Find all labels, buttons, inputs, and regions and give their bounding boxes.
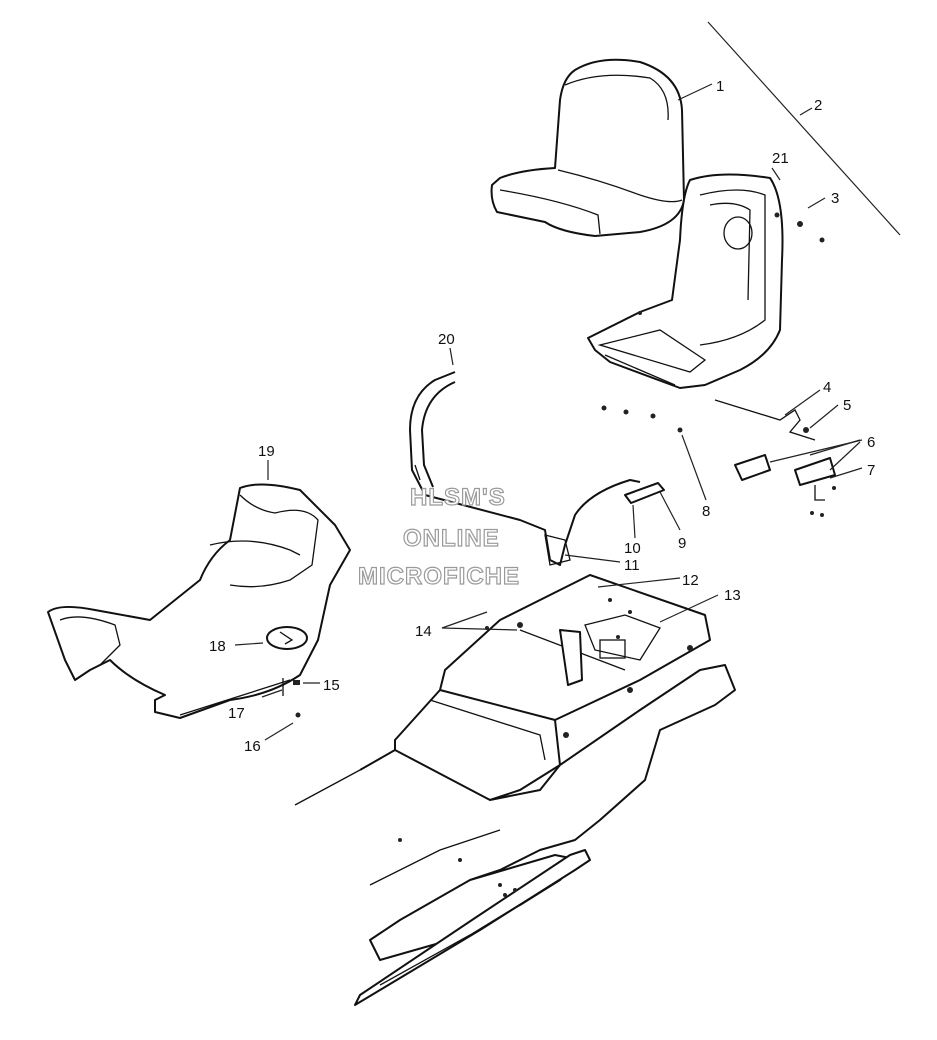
callout-9: 9 <box>678 535 686 552</box>
part-19-seat[interactable] <box>47 483 351 719</box>
callout-21: 21 <box>772 150 789 167</box>
callout-labels: 1 2 3 4 5 6 7 8 9 10 11 12 13 14 15 16 1… <box>209 78 875 755</box>
part-20-grab-bar[interactable] <box>409 371 641 566</box>
callout-10: 10 <box>624 540 641 557</box>
part-12-13-frame[interactable] <box>294 574 736 1006</box>
watermark-line-1: HLSM'S <box>410 484 506 511</box>
callout-3: 3 <box>831 190 839 207</box>
watermark-line-2: ONLINE <box>403 525 500 552</box>
callout-18: 18 <box>209 638 226 655</box>
part-1-seat-cushion[interactable] <box>490 58 685 237</box>
part-3-fastener[interactable] <box>797 221 825 243</box>
callout-11: 11 <box>624 557 640 574</box>
callout-16: 16 <box>244 738 261 755</box>
callout-8: 8 <box>702 503 710 520</box>
callout-20: 20 <box>438 331 455 348</box>
part-10-tube[interactable] <box>624 482 665 504</box>
watermark-line-3: MICROFICHE <box>358 563 520 590</box>
callout-2: 2 <box>814 97 822 114</box>
callout-7: 7 <box>867 462 875 479</box>
callout-17: 17 <box>228 705 245 722</box>
callout-12: 12 <box>682 572 699 589</box>
callout-5: 5 <box>843 397 851 414</box>
callout-1: 1 <box>716 78 724 95</box>
callout-15: 15 <box>323 677 340 694</box>
callout-4: 4 <box>823 379 831 396</box>
watermark: HLSM'S ONLINE MICROFICHE <box>357 483 520 590</box>
callout-19: 19 <box>258 443 275 460</box>
part-4-8-latch[interactable] <box>601 399 837 639</box>
part-21-seat-base[interactable] <box>587 173 784 389</box>
callout-13: 13 <box>724 587 741 604</box>
part-15-17-hardware[interactable] <box>282 678 301 718</box>
part-11-bracket[interactable] <box>544 534 571 566</box>
callout-6: 6 <box>867 434 875 451</box>
leader-lines <box>234 21 901 741</box>
callout-14: 14 <box>415 623 432 640</box>
